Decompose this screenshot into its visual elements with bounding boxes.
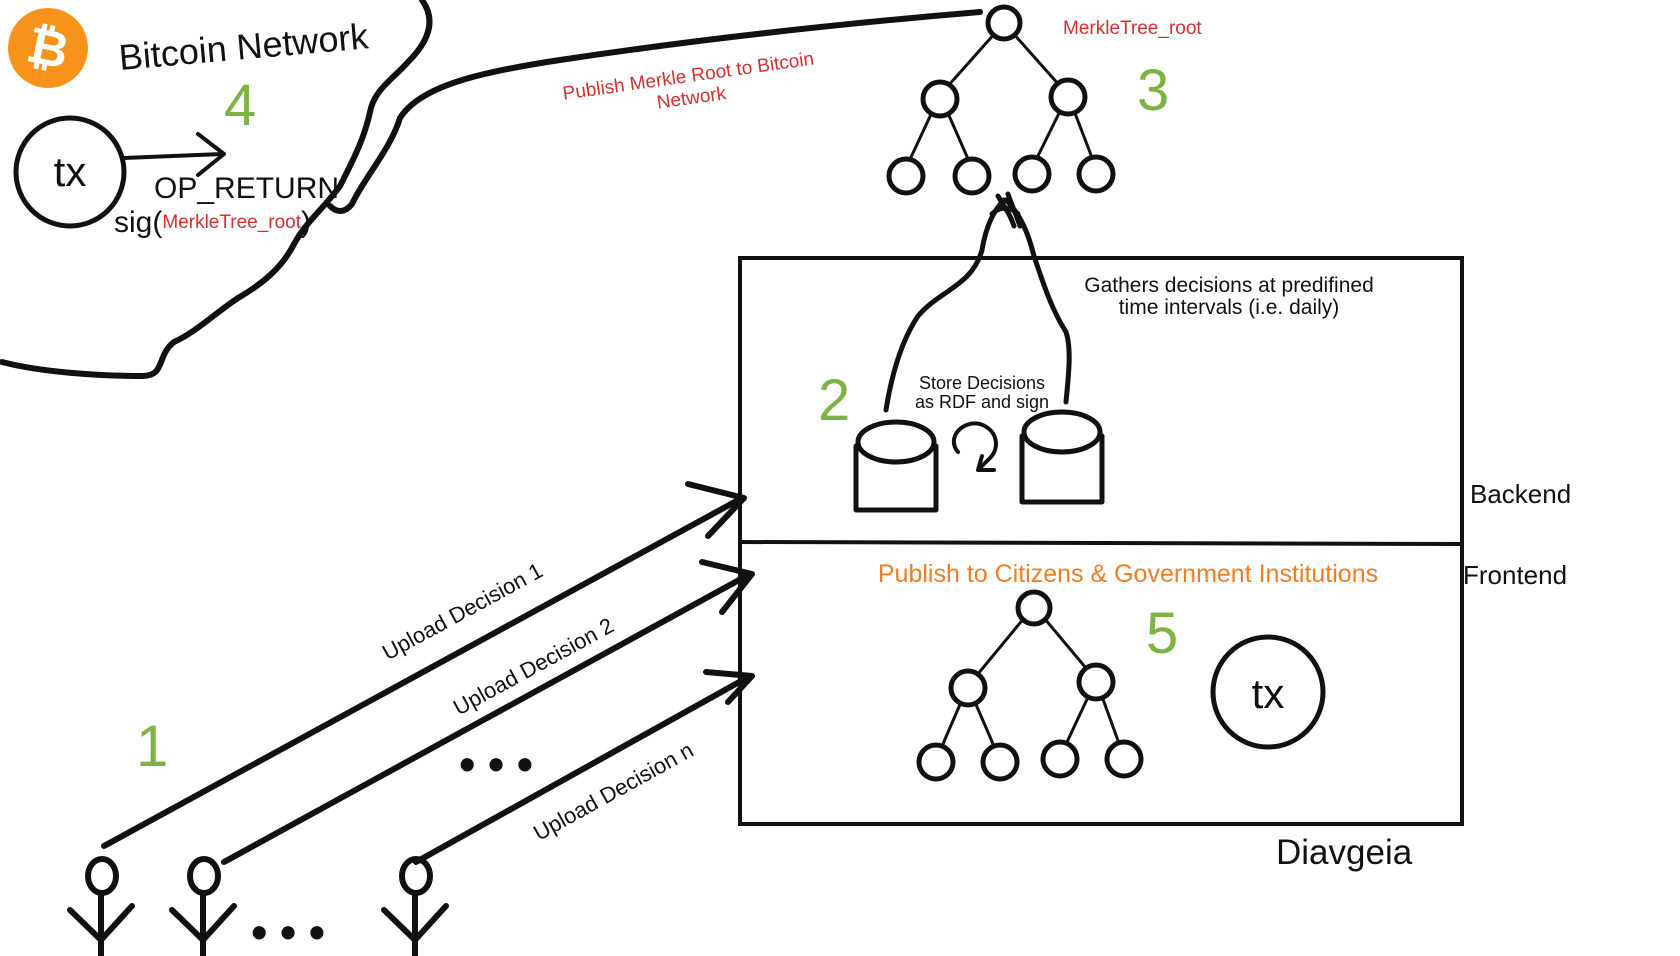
bitcoin-tx-label: tx <box>54 148 87 195</box>
diavgeia-system: Backend Frontend Diavgeia Gathers decisi… <box>738 191 1571 872</box>
merkle-leaf-node <box>1040 739 1080 779</box>
merkle-root-node <box>985 4 1023 42</box>
sig-prefix: sig( <box>114 206 162 239</box>
merkle-root-label: MerkleTree_root <box>1063 18 1202 39</box>
merkle-tree-top: MerkleTree_root 3 <box>886 4 1202 196</box>
merkle-leaf-node <box>952 156 992 196</box>
merkle-tree-published-edges <box>934 604 1126 762</box>
merkle-node <box>1048 77 1088 117</box>
publish-merkle-root-caption: Publish Merkle Root to Bitcoin Network <box>561 49 815 114</box>
step-number-5: 5 <box>1146 601 1178 666</box>
bitcoin-network-boundary <box>0 0 433 379</box>
published-tx-label: tx <box>1252 670 1285 717</box>
merkle-node <box>920 79 960 119</box>
stick-figure-user-icon <box>169 856 237 956</box>
store-decisions-line1: Store Decisions <box>919 373 1045 393</box>
merkle-leaf-node <box>916 742 956 782</box>
sig-merkle-root: MerkleTree_root <box>162 212 301 233</box>
backend-frontend-divider <box>739 540 1465 546</box>
published-tx-circle <box>1210 634 1326 750</box>
publish-merkle-root-line <box>327 9 983 214</box>
stick-figure-user-icon <box>381 856 449 956</box>
op-return-label: OP_RETURN <box>154 172 339 205</box>
step-number-4: 4 <box>224 73 256 138</box>
stick-figure-user-icon <box>67 856 135 956</box>
step-number-2: 2 <box>818 368 850 433</box>
merkle-root-node <box>1015 589 1053 627</box>
gather-decisions-line1: Gathers decisions at predifined <box>1084 274 1374 297</box>
database-icon <box>1019 409 1105 505</box>
upload-arrow-1 <box>101 481 747 849</box>
merkle-node <box>1076 662 1116 702</box>
upload-label-2: Upload Decision 2 <box>449 613 618 721</box>
upload-arrow-2 <box>221 559 755 865</box>
bitcoin-network-label: Bitcoin Network <box>117 15 371 78</box>
publish-citizens-label: Publish to Citizens & Government Institu… <box>878 560 1378 588</box>
uploaders-ellipsis: • • • <box>251 906 325 956</box>
uploaders: 1 Upload Decision 1 Upload Decision 2 Up… <box>67 481 755 956</box>
backend-label: Backend <box>1470 479 1571 509</box>
upload-arrows-ellipsis: • • • <box>459 738 533 790</box>
frontend-label: Frontend <box>1463 560 1567 590</box>
sig-suffix: ) <box>301 206 311 239</box>
upload-arrow-n <box>413 669 755 865</box>
merkle-leaf-node <box>886 156 926 196</box>
store-decisions-line2: as RDF and sign <box>915 392 1049 412</box>
merkle-leaf-node <box>980 742 1020 782</box>
merkle-tree-top-edges <box>904 21 1098 170</box>
merkle-node <box>948 668 988 708</box>
gather-decisions-line2: time intervals (i.e. daily) <box>1119 296 1340 319</box>
database-icon <box>853 419 939 513</box>
step-number-1: 1 <box>136 714 168 779</box>
bitcoin-logo-icon: ₿ <box>8 8 88 88</box>
bitcoin-tx-circle <box>13 115 127 229</box>
bitcoin-network-region: ₿ Bitcoin Network 4 tx OP_RETURN sig(Mer… <box>0 0 433 379</box>
diavgeia-label: Diavgeia <box>1276 833 1413 872</box>
tx-to-opreturn-arrow <box>122 132 226 177</box>
merkle-leaf-node <box>1076 154 1116 194</box>
merkle-leaf-node <box>1104 739 1144 779</box>
gather-to-merkle-strokes <box>883 191 1072 413</box>
sign-cycle-arrow-icon <box>951 421 998 472</box>
sig-label: sig(MerkleTree_root) <box>114 206 311 239</box>
step-number-3: 3 <box>1137 58 1169 123</box>
diavgeia-box <box>738 256 1464 826</box>
merkle-leaf-node <box>1012 154 1052 194</box>
merkle-tree-published <box>916 589 1144 782</box>
